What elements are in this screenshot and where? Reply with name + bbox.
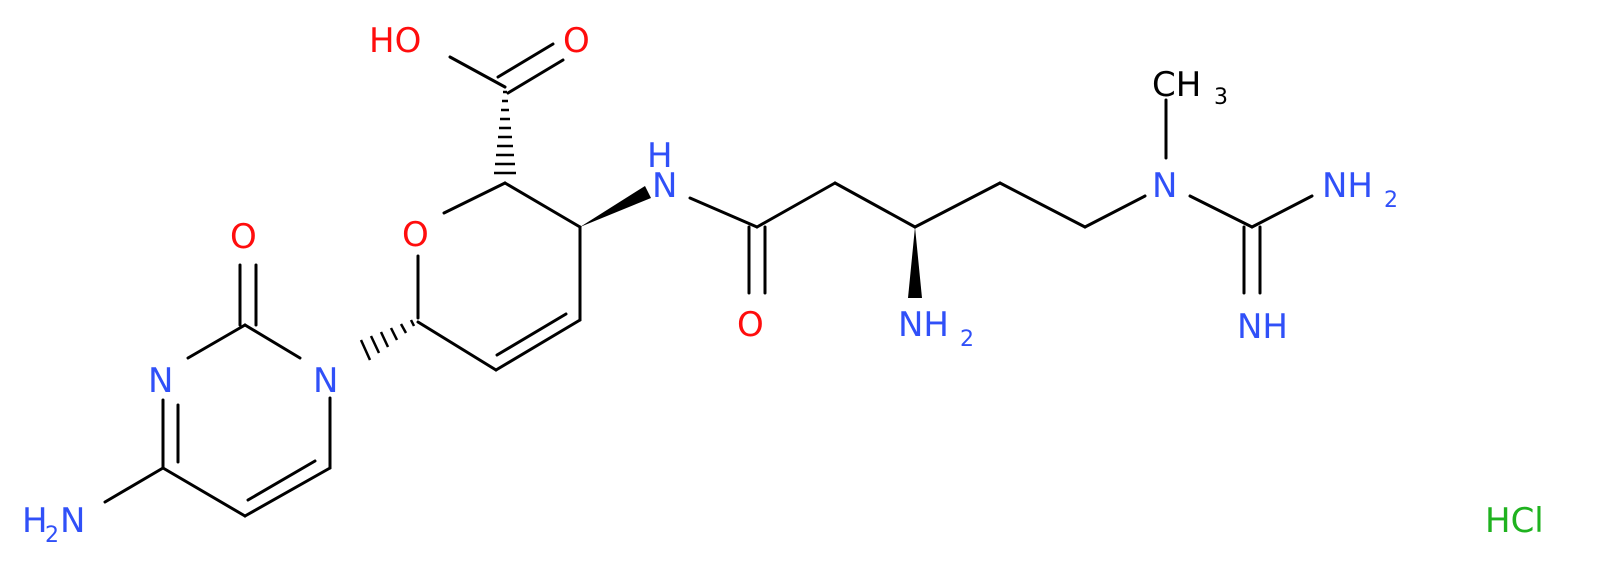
bond-ch-ch2b (913, 181, 1002, 229)
label-n-pyrimidine: N (148, 361, 173, 401)
bond-nh-c-amide (688, 196, 759, 229)
wedge-ch-nh2 (908, 227, 922, 298)
label-ch3-sub: 3 (1214, 85, 1228, 110)
label-nh2-left-sub: 2 (45, 523, 59, 548)
label-n-amide: N (652, 166, 677, 206)
label-nh2-guanidine-sub: 2 (1384, 188, 1398, 213)
hashed-wedge-acid (494, 90, 516, 175)
label-hcl: HCl (1485, 501, 1544, 541)
label-nh-imine: NH (1237, 307, 1288, 347)
bond-ch2c-n (1083, 194, 1147, 229)
atom-labels: HO O O O O H N N N H 2 N NH 2 N CH 3 NH … (22, 21, 1544, 548)
bond-n1-c2p (243, 323, 302, 360)
bond-c-guan-nh2 (1250, 194, 1314, 229)
label-ho: HO (369, 21, 421, 61)
wedge-c3-nh (580, 186, 651, 227)
bond-c4p-c5p (161, 466, 247, 518)
bond-c2p-n3 (186, 323, 247, 360)
label-nh2-left-n: N (60, 501, 85, 541)
label-nh2-chain-sub: 2 (960, 327, 974, 352)
label-nh2-left: H 2 N (22, 501, 85, 548)
label-nh2-chain: NH 2 (898, 305, 974, 352)
bond-c5p-c6p (243, 466, 332, 518)
bond-c-o-double-b (506, 58, 565, 95)
bond-amide-ch2 (755, 181, 837, 229)
bond-c5-c6 (416, 320, 498, 372)
label-n-methyl: N (1152, 166, 1177, 206)
bond-c4p-nh2 (103, 466, 165, 504)
bonds (103, 42, 1314, 518)
bond-oh-c (448, 55, 507, 89)
hashed-wedge-c6-n1 (359, 319, 416, 361)
bond-c2-o-ring (442, 181, 507, 215)
bond-c4-c5 (494, 318, 582, 372)
label-nh2-guanidine-main: NH (1322, 166, 1373, 206)
bond-c5p-c6p-double (246, 459, 317, 502)
label-o-acid: O (563, 21, 590, 61)
bond-ch2-ch (833, 181, 917, 229)
bond-n-c-guan (1188, 194, 1254, 229)
bond-ch2b-ch2c (998, 181, 1087, 229)
bond-c-o-double-a (496, 42, 555, 79)
label-o-amide: O (737, 305, 764, 345)
bond-c2-c3 (503, 181, 582, 229)
label-nh2-guanidine: NH 2 (1322, 166, 1398, 213)
label-ch3: CH 3 (1152, 65, 1228, 110)
label-ch3-main: CH (1152, 65, 1201, 105)
bond-c4-c5-double (495, 312, 568, 357)
label-h-amide: H (647, 136, 673, 176)
label-nh2-chain-main: NH (898, 305, 949, 345)
label-nh2-left-h: H (22, 501, 48, 541)
label-n1-pyrimidine: N (313, 361, 338, 401)
label-o-ring: O (402, 215, 429, 255)
label-o-pyrimidinone: O (230, 217, 257, 257)
